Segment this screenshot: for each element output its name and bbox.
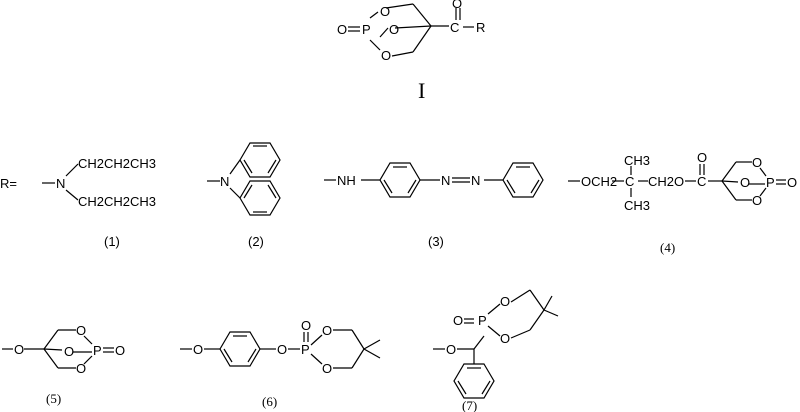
compound-2-structure: N [207, 142, 281, 216]
main-atom-O3: O [381, 48, 391, 63]
main-atom-P: P [362, 22, 371, 37]
main-structure-I: O O P O O C O R [337, 0, 485, 63]
compound-4-atom-CH3-bottom: CH3 [624, 198, 650, 213]
compound-4-atom-Ob: O [752, 193, 762, 208]
compound-6-atom-O2: O [277, 342, 287, 357]
compound-4-atom-O-inner: O [740, 175, 750, 190]
compound-1-chain-bottom: CH2CH2CH3 [78, 194, 156, 209]
compound-1-structure: N CH2CH2CH3 CH2CH2CH3 [42, 156, 156, 209]
main-atom-O1: O [380, 4, 390, 19]
compound-4-atom-Ocarb: O [697, 150, 707, 165]
main-atom-R: R [476, 20, 485, 35]
compound-3-atom-NH: NH [337, 173, 356, 188]
compound-1-label: (1) [104, 234, 120, 249]
compound-3-label: (3) [428, 234, 444, 249]
compound-5-atom-O: O [14, 342, 24, 357]
compound-4-label: (4) [660, 240, 675, 255]
compound-6-atom-Ob: O [322, 361, 332, 376]
compound-3-atom-N1: N [441, 173, 450, 188]
compound-7-label: (7) [462, 398, 477, 412]
compound-2-atom-N: N [220, 174, 229, 189]
compound-5-atom-O-inner: O [64, 344, 74, 359]
compound-6-label: (6) [262, 394, 277, 409]
compound-4-atom-P: P [766, 175, 775, 190]
compound-7-atom-P: P [478, 313, 487, 328]
compound-6-atom-Oeq: O [301, 318, 311, 333]
compound-5-structure: O O O O P O [2, 323, 125, 376]
compound-4-atom-Cest: C [697, 174, 706, 189]
compound-6-structure: O O P O O O [180, 318, 381, 376]
main-structure-label: I [418, 78, 425, 103]
compound-7-structure: O P O O O [433, 289, 559, 399]
compound-5-atom-Oeq: O [115, 343, 125, 358]
compound-7-atom-O: O [446, 342, 456, 357]
compound-3-atom-N2: N [471, 173, 480, 188]
compound-5-label: (5) [46, 391, 61, 406]
compound-5-atom-Oa: O [76, 323, 86, 338]
compound-6-atom-P: P [301, 342, 310, 357]
compound-4-atom-OCH2: OCH2 [581, 174, 617, 189]
r-prefix: R= [0, 176, 17, 191]
compound-4-atom-C: C [625, 174, 634, 189]
compound-3-structure: NH N N [324, 162, 544, 198]
compound-2-label: (2) [248, 234, 264, 249]
compound-5-atom-Ob: O [76, 361, 86, 376]
main-atom-Ocarb: O [452, 0, 462, 11]
compound-1-atom-N: N [56, 176, 65, 191]
main-atom-O2: O [389, 22, 399, 37]
main-atom-Oeq: O [337, 22, 347, 37]
compound-6-atom-Oa: O [322, 323, 332, 338]
compound-5-atom-P: P [93, 343, 102, 358]
compound-4-structure: OCH2 C CH3 CH3 CH2O C O O O O P O [568, 150, 797, 213]
main-atom-C: C [450, 20, 459, 35]
compound-1-chain-top: CH2CH2CH3 [78, 156, 156, 171]
compound-6-atom-O1: O [193, 342, 203, 357]
compound-7-atom-Oa: O [500, 294, 510, 309]
compound-7-atom-Oeq: O [453, 313, 463, 328]
compound-4-atom-Oa: O [752, 155, 762, 170]
compound-4-atom-CH3-top: CH3 [624, 153, 650, 168]
compound-4-atom-Oeq: O [787, 175, 797, 190]
compound-7-atom-Ob: O [500, 331, 510, 346]
compound-4-atom-CH2O: CH2O [648, 174, 684, 189]
